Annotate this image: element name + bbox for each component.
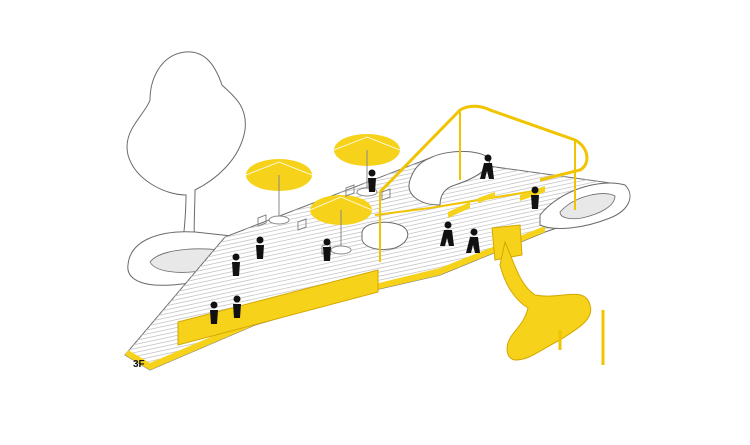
center-planter bbox=[408, 150, 491, 206]
person-icon bbox=[233, 295, 241, 318]
person-icon bbox=[466, 228, 480, 253]
person-icon bbox=[210, 301, 218, 324]
floor-label: 3F bbox=[133, 359, 145, 370]
person-icon bbox=[531, 186, 539, 209]
person-icon bbox=[256, 236, 264, 259]
railing-icon bbox=[374, 104, 589, 262]
umbrella-icon bbox=[333, 134, 401, 197]
person-icon bbox=[368, 169, 376, 192]
person-icon bbox=[323, 238, 331, 261]
person-icon bbox=[232, 253, 240, 276]
umbrella-icon bbox=[245, 159, 313, 225]
umbrella-icon bbox=[309, 195, 373, 255]
person-icon bbox=[440, 221, 454, 246]
person-icon bbox=[480, 154, 494, 179]
lower-planter bbox=[361, 221, 409, 251]
bench-icon bbox=[448, 186, 545, 218]
slide-icon bbox=[491, 224, 605, 365]
tree-icon bbox=[126, 51, 246, 251]
sign-panel bbox=[177, 269, 379, 346]
right-planter bbox=[539, 182, 631, 230]
